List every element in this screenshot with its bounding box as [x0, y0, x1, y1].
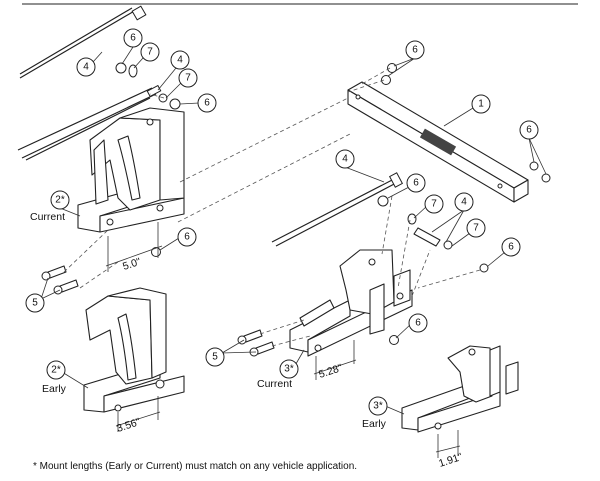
bracket-early-left [83, 287, 185, 413]
callout-7-mid-left: 7 [424, 194, 444, 214]
dimension-3-56: 3.56" [115, 416, 142, 435]
svg-text:4: 4 [342, 154, 348, 165]
callout-4-mid-pin: 4 [454, 192, 474, 212]
dimension-lines [105, 222, 461, 458]
label-early-left: Early [42, 383, 67, 395]
callout-5-mid: 5 [205, 347, 225, 367]
callout-3-current: 3* [279, 359, 299, 379]
svg-text:2*: 2* [51, 365, 61, 376]
assembly-lines [63, 67, 481, 347]
callout-4-top-pin: 4 [170, 50, 190, 70]
callout-6-top-right: 6 [197, 93, 217, 113]
dimension-5-0: 5.0" [121, 256, 142, 273]
top-left-hardware [115, 62, 181, 110]
callout-6-mid-right: 6 [501, 237, 521, 257]
svg-text:6: 6 [204, 98, 210, 109]
svg-text:6: 6 [415, 318, 421, 329]
cross-bar-decal [419, 128, 457, 156]
middle-bolts [237, 329, 275, 357]
footnote: * Mount lengths (Early or Current) must … [33, 461, 357, 472]
callout-1-cross-bar: 1 [471, 94, 491, 114]
svg-text:4: 4 [461, 197, 467, 208]
svg-text:6: 6 [508, 242, 514, 253]
callout-5-left: 5 [25, 293, 45, 313]
svg-text:4: 4 [177, 55, 183, 66]
svg-text:6: 6 [130, 33, 136, 44]
bracket-early-right [401, 345, 519, 433]
callout-3-early: 3* [368, 396, 388, 416]
callout-4-top-rod: 4 [76, 57, 96, 77]
label-current-center: Current [257, 378, 292, 390]
svg-text:6: 6 [412, 45, 418, 56]
svg-text:7: 7 [473, 223, 479, 234]
callout-6-left-nut: 6 [177, 227, 197, 247]
callout-6-cross-bar-right: 6 [519, 120, 539, 140]
svg-text:5: 5 [32, 298, 38, 309]
svg-text:6: 6 [526, 125, 532, 136]
dimension-1-91: 1.91" [437, 451, 464, 470]
callout-6-mid: 6 [406, 173, 426, 193]
svg-text:6: 6 [413, 178, 419, 189]
callout-2-current: 2* [50, 190, 70, 210]
callout-7-top-right: 7 [178, 68, 198, 88]
svg-text:6: 6 [184, 232, 190, 243]
callout-7-mid-right: 7 [466, 218, 486, 238]
svg-text:4: 4 [83, 62, 89, 73]
svg-text:3*: 3* [373, 401, 383, 412]
callout-2-early: 2* [46, 360, 66, 380]
label-current-left: Current [30, 211, 65, 223]
svg-text:3*: 3* [284, 364, 294, 375]
svg-text:5: 5 [212, 352, 218, 363]
dimension-5-28: 5.28" [317, 362, 344, 381]
middle-pin-hardware [377, 195, 489, 273]
callout-4-mid-rod: 4 [335, 149, 355, 169]
bracket-current-left [77, 107, 185, 233]
svg-text:1: 1 [478, 99, 484, 110]
svg-text:7: 7 [147, 47, 153, 58]
cross-bar-part [347, 81, 529, 203]
svg-text:7: 7 [431, 199, 437, 210]
callout-6-cross-bar-left: 6 [405, 40, 425, 60]
callout-6-top-left: 6 [123, 28, 143, 48]
bracket-current-center [289, 249, 413, 357]
top-left-rods [17, 5, 162, 161]
label-early-right: Early [362, 418, 387, 430]
svg-text:2*: 2* [55, 195, 65, 206]
callout-7-top-left: 7 [140, 42, 160, 62]
leader-lines [40, 46, 547, 415]
svg-text:7: 7 [185, 73, 191, 84]
middle-rod [271, 172, 404, 247]
callout-6-center-nut: 6 [408, 313, 428, 333]
